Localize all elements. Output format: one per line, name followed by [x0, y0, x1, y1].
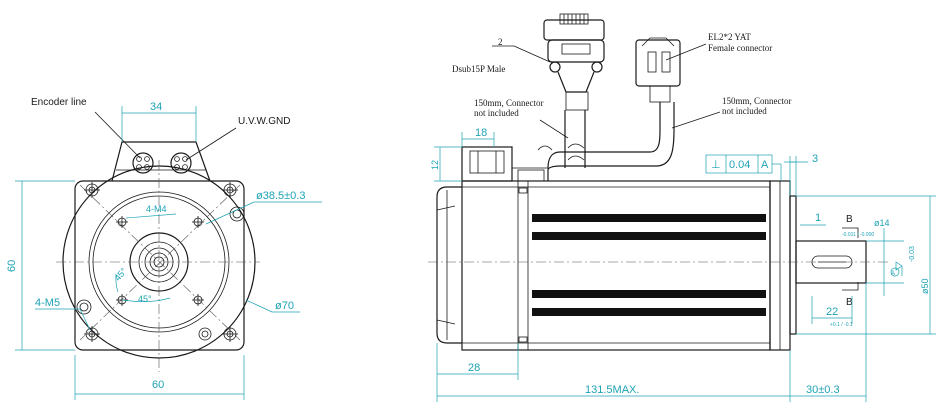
el2-label-1: EL2*2 YAT: [708, 32, 751, 42]
corner-hole: [222, 182, 238, 198]
tolerance-frame: ⊥ 0.04 A: [705, 154, 782, 181]
corner-hole: [84, 326, 100, 342]
dim-60-vertical: 60: [6, 260, 18, 272]
dim-60-horizontal: 60: [152, 379, 164, 391]
corner-hole: [222, 326, 238, 342]
dim-30: 30±0.3: [806, 384, 840, 396]
dim-34: 34: [150, 101, 162, 113]
cable-right-label-2: not included: [722, 106, 767, 116]
dim-18: 18: [475, 127, 487, 139]
dim-38-5: ø38.5±0.3: [256, 190, 305, 202]
dim-45-a: 45°: [112, 266, 129, 283]
body-stripe: [532, 232, 766, 240]
dim-45-b: 45°: [138, 294, 152, 304]
rear-cap: [436, 186, 462, 344]
section-b-top: B: [846, 214, 853, 225]
dim-28: 28: [468, 362, 480, 374]
el2-connector: [635, 37, 681, 103]
dsub15-connector: [543, 13, 605, 111]
tol-symbol: ⊥: [711, 159, 721, 171]
encoder-line-label: Encoder line: [31, 97, 87, 108]
corner-hole: [84, 182, 100, 198]
power-cable: [547, 102, 661, 169]
inner-hole: [192, 294, 204, 306]
connector-housing: [111, 141, 211, 182]
el2-label-2: Female connector: [708, 43, 772, 53]
tol-value: 0.04: [729, 159, 750, 171]
motor-body: [461, 180, 771, 351]
inner-hole: [116, 216, 128, 228]
section-b-bottom: B: [846, 297, 853, 308]
encoder-connector: [132, 152, 154, 174]
dim-50-tol: -0.03: [909, 246, 916, 262]
dim-4-m4: 4-M4: [146, 204, 167, 214]
side-view: 2 Dsub15P Male EL2*2 YAT Female connecto…: [428, 13, 936, 402]
datum-a: A: [891, 271, 895, 277]
front-view: Encoder line U.V.W.GND 34 60 60 4-M5 4-M…: [6, 97, 322, 400]
dim-12: 12: [430, 160, 440, 170]
body-stripe: [532, 214, 766, 222]
dim-131-5: 131.5MAX.: [585, 384, 639, 396]
dim-14-tol: -0.011 / -0.000: [842, 232, 874, 238]
body-stripe: [532, 290, 766, 298]
inner-hole: [192, 216, 204, 228]
front-flange: [74, 180, 245, 351]
dim-50: ø50: [920, 278, 930, 294]
body-stripe: [532, 308, 766, 316]
dim-4-m5: 4-M5: [35, 297, 60, 309]
dim-22: 22: [826, 306, 838, 318]
dim-3: 3: [812, 153, 818, 165]
encoder-cable: [564, 110, 586, 168]
dim-14: ø14: [874, 218, 890, 228]
cable-right-label-1: 150mm, Connector: [722, 96, 792, 106]
dim-1: 1: [815, 212, 821, 224]
dim-70: ø70: [275, 300, 294, 312]
uvw-gnd-label: U.V.W.GND: [238, 116, 290, 127]
dsub-label: Dsub15P Male: [452, 64, 505, 74]
side-connector-block: [461, 146, 513, 182]
cable-left-label-1: 150mm, Connector: [474, 98, 544, 108]
callout-2: 2: [498, 37, 503, 47]
cable-left-label-2: not included: [474, 108, 519, 118]
tol-datum: A: [761, 159, 769, 171]
dim-22-tol: +0.1 / -0.1: [830, 322, 853, 328]
